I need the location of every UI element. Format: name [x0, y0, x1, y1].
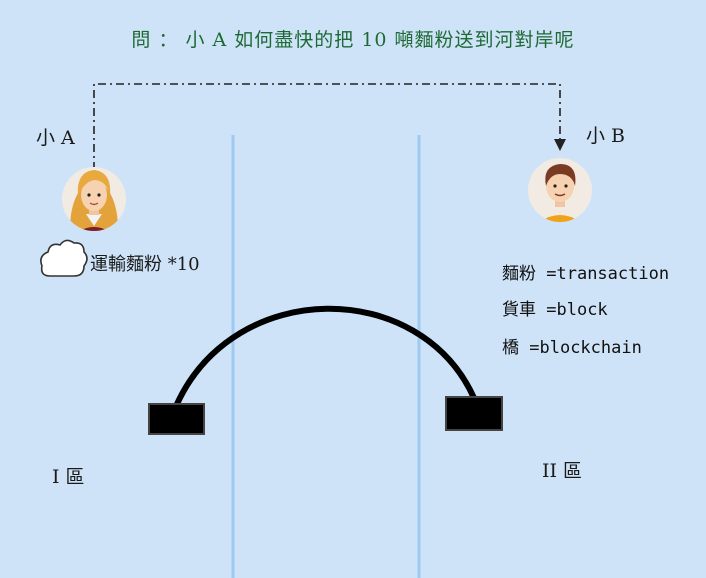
woman-avatar [62, 167, 126, 231]
legend-row-blockchain: 橋 =blockchain [502, 333, 642, 358]
legend-term: 麵粉 [502, 264, 536, 284]
question-title: 問 ： 小 A 如何盡快的把 10 噸麵粉送到河對岸呢 [131, 29, 575, 51]
legend-term: 貨車 [502, 300, 536, 320]
transfer-arrow [93, 83, 561, 170]
person-a-label: 小 A [36, 127, 75, 149]
bridge-arc [174, 305, 477, 407]
legend-row-block: 貨車 =block [502, 295, 608, 320]
legend-term: 橋 [502, 338, 519, 358]
cargo-text: 運輸麵粉 *10 [90, 254, 200, 275]
arrowhead-icon [554, 139, 566, 151]
truck-block-left [148, 403, 205, 435]
legend-meaning: =blockchain [529, 338, 642, 358]
man-avatar [528, 158, 592, 222]
legend-meaning: =block [546, 300, 608, 320]
cloud-icon [40, 239, 88, 277]
truck-block-right [445, 396, 503, 431]
legend-meaning: =transaction [546, 264, 670, 284]
zone-left-label: I 區 [52, 466, 85, 488]
zone-right-label: II 區 [542, 460, 583, 482]
legend-row-transaction: 麵粉 =transaction [502, 259, 669, 284]
person-b-label: 小 B [586, 125, 626, 147]
